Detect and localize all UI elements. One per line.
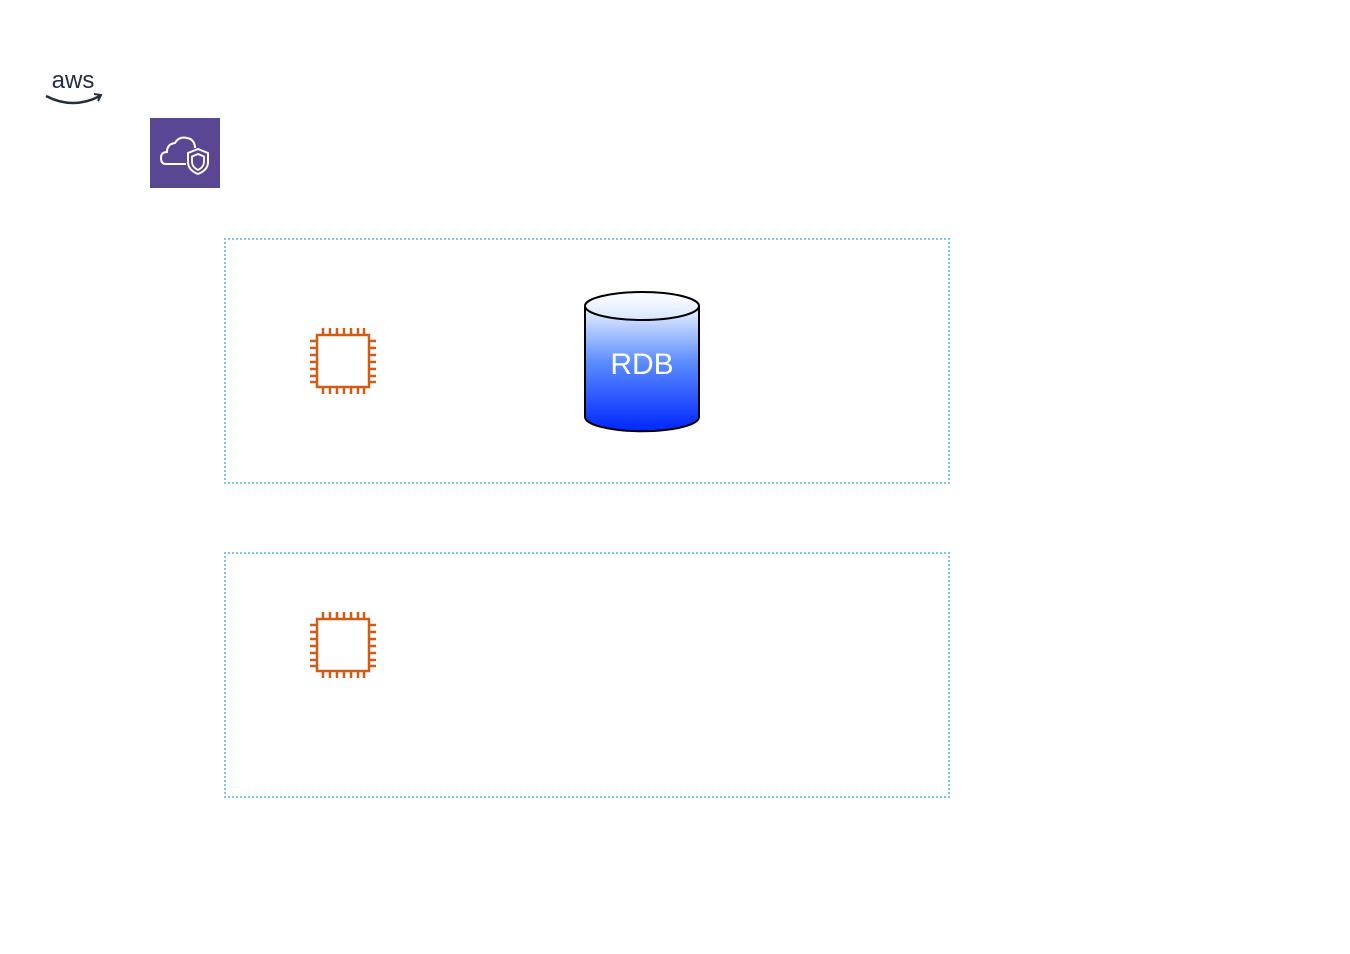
subnet-group-2 — [224, 552, 950, 798]
subnet-group-1 — [224, 238, 950, 484]
vpc-cloud-shield-icon — [150, 118, 220, 188]
aws-logo: aws — [45, 67, 103, 105]
database-label: RDB — [610, 348, 674, 381]
ec2-instance-icon — [307, 609, 379, 681]
ec2-instance-icon — [307, 325, 379, 397]
svg-text:aws: aws — [52, 67, 95, 94]
database-cylinder-icon — [584, 291, 700, 433]
